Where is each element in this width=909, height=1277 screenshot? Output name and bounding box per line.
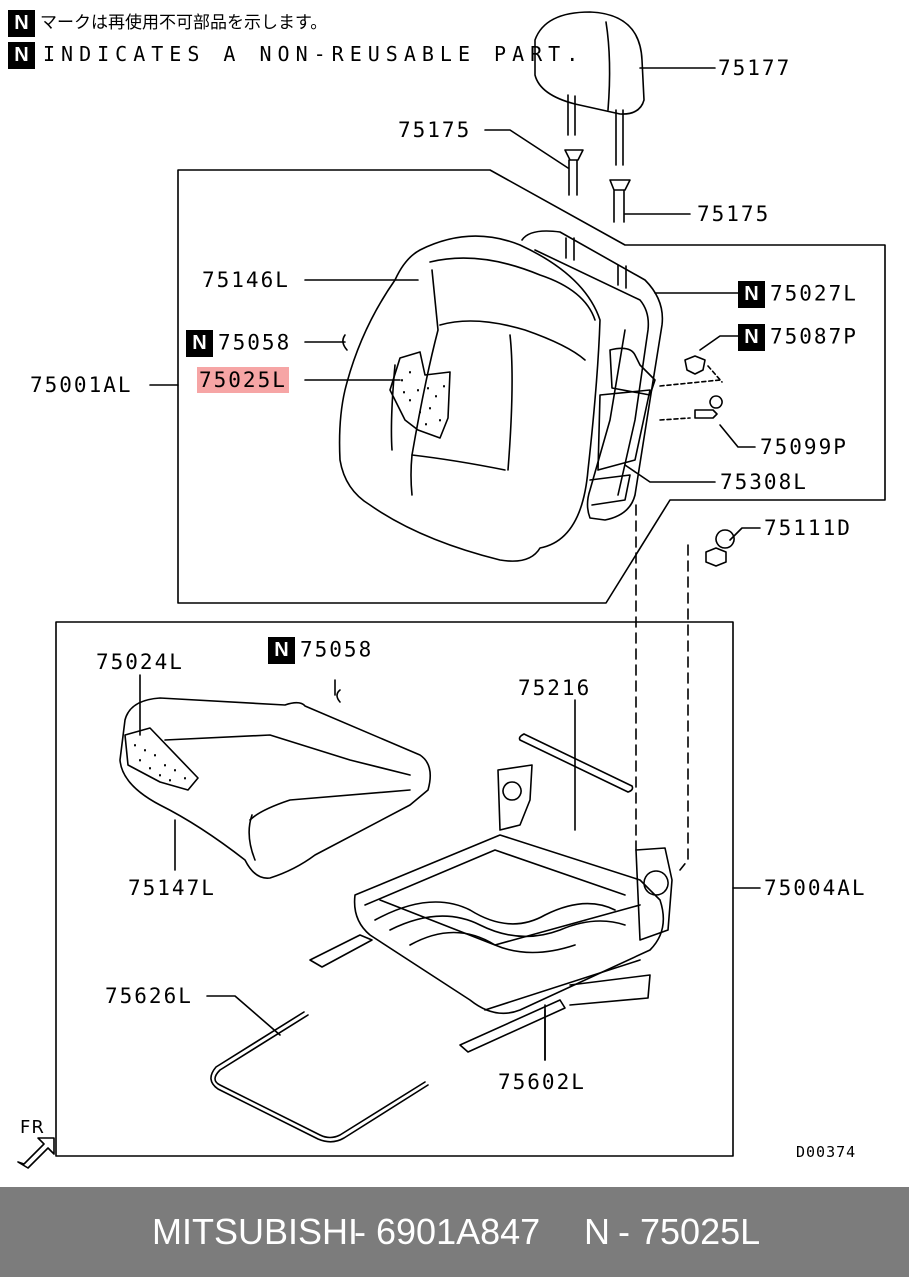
callout-75024l[interactable]: 75024L xyxy=(96,650,184,674)
seatback-group-frame xyxy=(177,169,886,604)
footer-part-number: 6901A847 xyxy=(376,1211,541,1252)
cushion-drawing xyxy=(119,697,431,879)
bolt-dashed-line xyxy=(679,544,689,871)
footer-bar: MITSUBISHI - 6901A847 N - 75025L xyxy=(0,1187,909,1277)
callout-75001al[interactable]: 75001AL xyxy=(30,373,133,397)
seatback-drawing xyxy=(338,230,723,562)
wire-75626l xyxy=(210,1011,429,1143)
callout-75146l[interactable]: 75146L xyxy=(202,268,290,292)
callout-75626l[interactable]: 75626L xyxy=(105,984,193,1008)
callout-75099p[interactable]: 75099P xyxy=(760,435,848,459)
non-reusable-badge: N xyxy=(186,330,213,357)
footer-separator: - xyxy=(618,1211,630,1252)
footer-brand: MITSUBISHI xyxy=(152,1211,359,1252)
callout-75175-lower[interactable]: 75175 xyxy=(697,202,771,226)
non-reusable-badge: N xyxy=(738,281,765,308)
callout-75602l[interactable]: 75602L xyxy=(498,1070,586,1094)
seat-assembly-drawing xyxy=(17,11,886,1169)
footer-separator: - xyxy=(354,1211,366,1252)
callout-75308l[interactable]: 75308L xyxy=(720,470,808,494)
non-reusable-badge: N xyxy=(268,637,295,664)
fr-direction-label: FR xyxy=(20,1117,45,1138)
callout-75147l[interactable]: 75147L xyxy=(128,876,216,900)
callout-75175-upper[interactable]: 75175 xyxy=(398,118,472,142)
fr-arrow-icon xyxy=(17,1137,55,1169)
footer-ref: 75025L xyxy=(640,1211,761,1252)
rod-75216 xyxy=(518,733,634,793)
drawing-code: D00374 xyxy=(796,1143,857,1161)
non-reusable-badge: N xyxy=(8,42,35,69)
callout-75177[interactable]: 75177 xyxy=(718,56,792,80)
non-reusable-badge: N xyxy=(8,9,35,37)
bolt-75111d xyxy=(705,529,735,567)
cushion-group-frame xyxy=(55,621,734,1157)
callout-75004al[interactable]: 75004AL xyxy=(764,876,867,900)
leader-lines xyxy=(139,67,761,1061)
footer-badge: N xyxy=(584,1211,610,1252)
callout-75025l-highlighted[interactable]: 75025L xyxy=(197,367,289,393)
headrest-drawing xyxy=(534,11,645,223)
non-reusable-badge: N xyxy=(738,324,765,351)
callout-75111d[interactable]: 75111D xyxy=(764,516,852,540)
callout-75216[interactable]: 75216 xyxy=(518,676,592,700)
cushion-frame-drawing xyxy=(309,764,673,1061)
